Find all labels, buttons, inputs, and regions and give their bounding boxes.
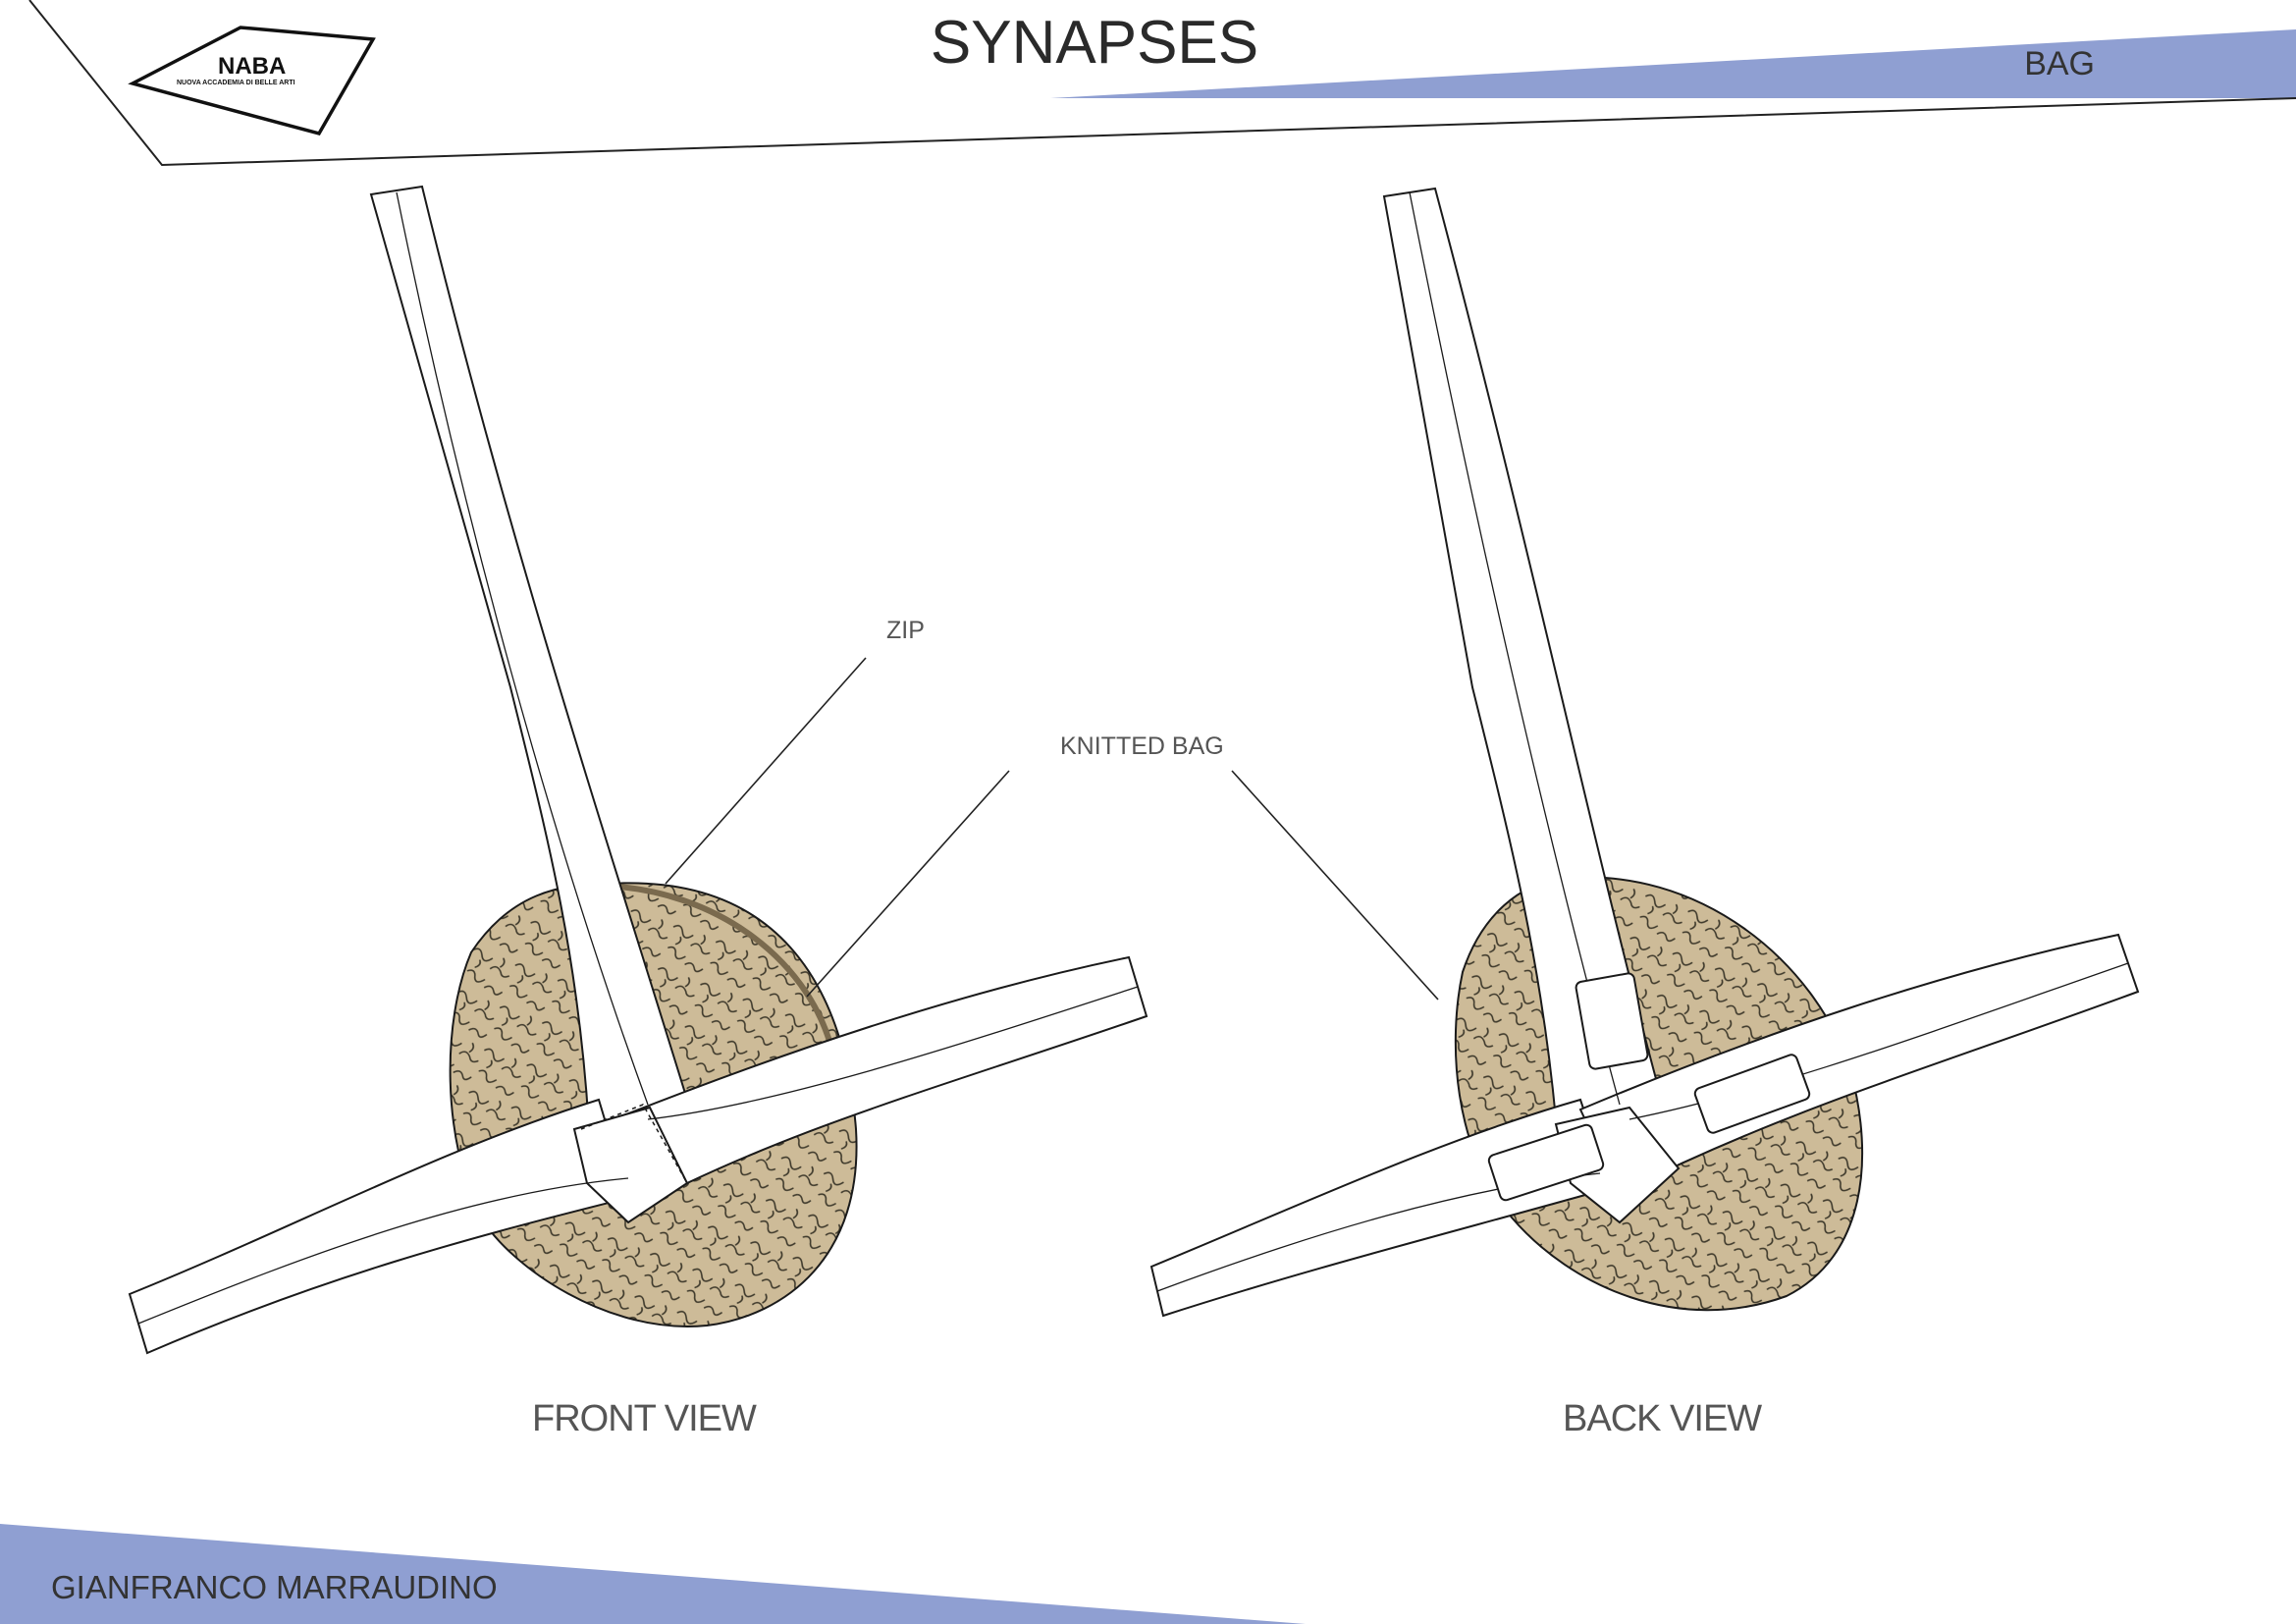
back-buckle-top [1575, 972, 1649, 1070]
front-stitch-lines [137, 191, 1139, 1325]
back-view-label: BACK VIEW [1563, 1398, 1762, 1439]
logo-subtitle: NUOVA ACCADEMIA DI BELLE ARTI [177, 80, 295, 86]
back-buckle-left [1487, 1123, 1605, 1202]
knitted-bag-callout: KNITTED BAG [1060, 732, 1224, 760]
back-strap-left [1149, 1098, 1612, 1318]
knitted-bag-leader-line-back [1231, 770, 1439, 1001]
front-dotted-seams [580, 1104, 688, 1223]
zip-leader-line [665, 657, 867, 885]
logo-name: NABA [218, 53, 287, 80]
knitted-bag-leader-line-front [806, 770, 1010, 998]
header-accent-band [1050, 29, 2296, 98]
back-buckle-right [1693, 1054, 1811, 1134]
front-zip-seam [600, 883, 837, 1061]
front-strap-top [369, 185, 689, 1131]
category-tag: BAG [2024, 45, 2095, 82]
footer-accent-band [0, 1524, 1306, 1624]
back-view-drawing [1149, 187, 2140, 1318]
front-center-panel [572, 1106, 689, 1224]
front-view-drawing [128, 185, 1148, 1355]
front-view-label: FRONT VIEW [532, 1398, 757, 1439]
header-frame-line [28, 0, 2296, 167]
page-title: SYNAPSES [930, 9, 1259, 77]
zip-callout: ZIP [886, 617, 925, 644]
author-name: GIANFRANCO MARRAUDINO [51, 1569, 498, 1605]
naba-logo-frame [128, 26, 376, 136]
